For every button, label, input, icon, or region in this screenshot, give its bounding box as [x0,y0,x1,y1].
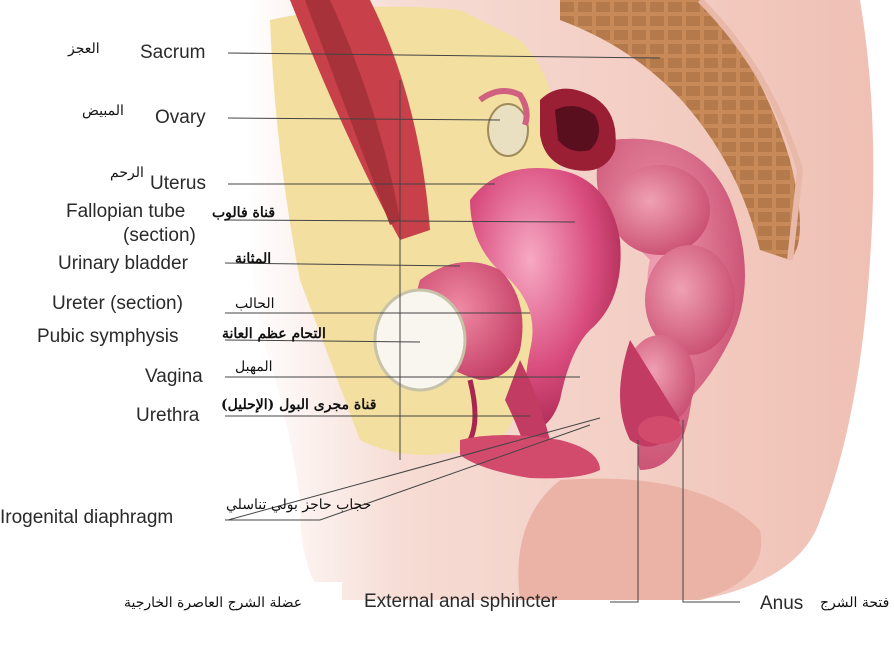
label-ovary: Ovary [155,108,206,127]
label-sacrum: Sacrum [140,43,205,62]
label-pubic-symphysis: Pubic symphysis [37,327,179,346]
label-uterus: Uterus [150,174,206,193]
pubic-bone [375,290,465,390]
label-urogenital-diaphragm: Irogenital diaphragm [0,508,173,527]
arabic-ovary: المبيض [82,104,124,118]
arabic-urogenital-diaphragm: حجاب حاجز بولي تناسلي [226,498,371,512]
arabic-sacrum: العجز [68,42,100,56]
arabic-external-anal-sphincter: عضلة الشرج العاصرة الخارجية [124,596,302,610]
arabic-urethra: قناة مجرى البول (الإحليل) [221,398,376,412]
arabic-anus: فتحة الشرج [820,596,889,610]
label-urethra: Urethra [136,406,199,425]
ovary-shape [488,104,528,156]
arabic-ureter: الحالب [235,297,274,311]
label-fallopian-tube: Fallopian tube [66,202,185,221]
arabic-urinary-bladder: المثانة [235,252,271,266]
arabic-vagina: المهبل [235,360,273,374]
label-urinary-bladder: Urinary bladder [58,254,188,273]
label-anus: Anus [760,594,803,613]
label-fallopian-section: (section) [123,226,196,245]
arabic-pubic-symphysis: التحام عظم العانة [222,327,326,341]
label-vagina: Vagina [145,367,203,386]
label-external-anal-sphincter: External anal sphincter [364,592,557,611]
label-ureter: Ureter (section) [52,294,183,313]
arabic-fallopian-tube: قناة فالوب [212,206,275,220]
arabic-uterus: الرحم [110,166,144,180]
